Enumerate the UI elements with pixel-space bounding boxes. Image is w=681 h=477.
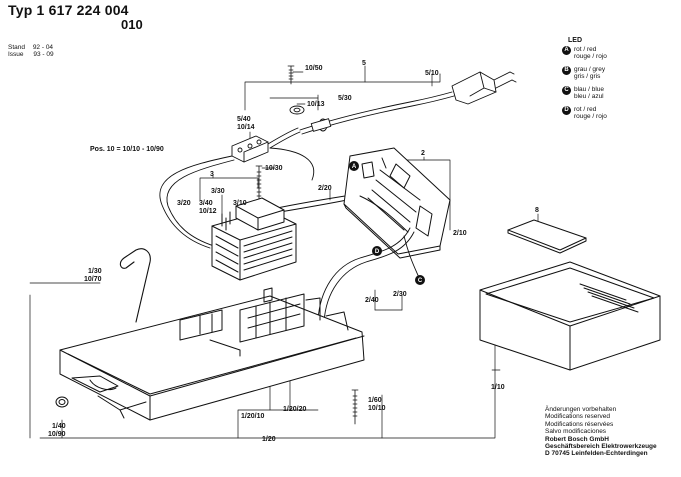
housing-cover <box>479 261 661 371</box>
footer-company: Robert Bosch GmbH <box>545 435 609 443</box>
callout-10-12: 10/12 <box>199 208 217 215</box>
led-marker-c-icon <box>415 275 425 285</box>
led-marker-d-icon <box>372 246 382 256</box>
led-d-line2: rouge / rojo <box>574 113 607 120</box>
callout-3-40: 3/40 <box>199 200 213 207</box>
led-b-line2: gris / gris <box>574 73 601 80</box>
led-a-line2: rouge / rojo <box>574 53 607 60</box>
led-marker-a-label: A <box>352 164 357 170</box>
base-housing <box>59 287 365 421</box>
issue-line: Issue 93 - 09 <box>8 51 54 58</box>
terminal-block <box>231 135 269 163</box>
callout-10-13: 10/13 <box>307 101 325 108</box>
callout-3-20: 3/20 <box>177 200 191 207</box>
circuit-board <box>343 147 451 259</box>
callout-10-70: 10/70 <box>84 276 102 283</box>
footer-line-2: Modifications reserved <box>545 413 611 421</box>
led-d-line1: rot / red <box>574 106 597 113</box>
cable-clamp <box>289 105 305 115</box>
callout-2-30: 2/30 <box>393 291 407 298</box>
callout-2-40: 2/40 <box>365 297 379 304</box>
stand-label: Stand <box>8 44 25 51</box>
callout-3-10: 3/10 <box>233 200 247 207</box>
led-marker-d-label: D <box>375 249 380 255</box>
callout-3: 3 <box>210 171 214 178</box>
position-10-note: Pos. 10 = 10/10 - 10/90 <box>90 146 164 153</box>
footer-line-3: Modifications réservées <box>545 420 614 428</box>
footer-line-1: Änderungen vorbehalten <box>545 406 617 413</box>
callout-1-20: 1/20 <box>262 436 276 443</box>
callout-10-90: 10/90 <box>48 431 66 438</box>
footer-address: D 70745 Leinfelden-Echterdingen <box>545 450 648 458</box>
callout-2-10: 2/10 <box>453 230 467 237</box>
callout-10-10: 10/10 <box>368 405 386 412</box>
led-c-line2: bleu / azul <box>574 93 604 100</box>
transformer <box>211 197 297 281</box>
led-a-line1: rot / red <box>574 46 597 53</box>
marker-b-icon: B <box>562 66 571 75</box>
callout-1-20-20: 1/20/20 <box>283 406 306 413</box>
callout-1-40: 1/40 <box>52 423 66 430</box>
led-markers <box>349 161 425 285</box>
variant-number: 010 <box>121 17 143 32</box>
led-legend-title: LED <box>568 37 582 44</box>
screw-1-60 <box>351 389 359 425</box>
cover-plate-8 <box>507 219 587 254</box>
callout-10-14: 10/14 <box>237 124 255 131</box>
led-marker-a-icon <box>349 161 359 171</box>
callout-2: 2 <box>421 150 425 157</box>
callout-1-20-10: 1/20/10 <box>241 413 264 420</box>
callout-5-40: 5/40 <box>237 116 251 123</box>
led-marker-c-label: C <box>418 278 423 284</box>
marker-a-icon: A <box>562 46 571 55</box>
callout-1-10: 1/10 <box>491 384 505 391</box>
issue-label: Issue <box>8 51 24 58</box>
callout-5: 5 <box>362 60 366 67</box>
footer-division: Geschäftsbereich Elektrowerkzeuge <box>545 443 657 451</box>
led-b-line1: grau / grey <box>574 66 606 73</box>
hook-clip <box>119 248 151 323</box>
marker-d-icon: D <box>562 106 571 115</box>
issue-value: 93 - 09 <box>33 51 54 58</box>
marker-c-icon: C <box>562 86 571 95</box>
callout-10-30: 10/30 <box>265 165 283 172</box>
callout-1-60: 1/60 <box>368 397 382 404</box>
callout-10-50: 10/50 <box>305 65 323 72</box>
callout-8: 8 <box>535 207 539 214</box>
plug-icon <box>451 71 517 105</box>
callout-1-30: 1/30 <box>88 268 102 275</box>
power-cord <box>267 91 455 149</box>
footer-notice: Änderungen vorbehalten Modifications res… <box>545 406 657 458</box>
rubber-foot <box>55 396 69 408</box>
callout-2-20: 2/20 <box>318 185 332 192</box>
screw-10-50 <box>287 65 295 85</box>
stand-value: 92 - 04 <box>32 44 54 51</box>
callout-5-30: 5/30 <box>338 95 352 102</box>
type-number-title: Typ 1 617 224 004 <box>8 2 129 18</box>
callout-3-30: 3/30 <box>211 188 225 195</box>
stand-line: Stand 92 - 04 <box>8 44 53 51</box>
led-c-line1: blau / blue <box>574 86 604 93</box>
callout-labels: 10/50 5 5/10 5/30 10/13 5/40 10/14 Pos. … <box>48 60 539 443</box>
callout-5-10: 5/10 <box>425 70 439 77</box>
footer-line-4: Salvo modificaciones <box>545 428 607 436</box>
